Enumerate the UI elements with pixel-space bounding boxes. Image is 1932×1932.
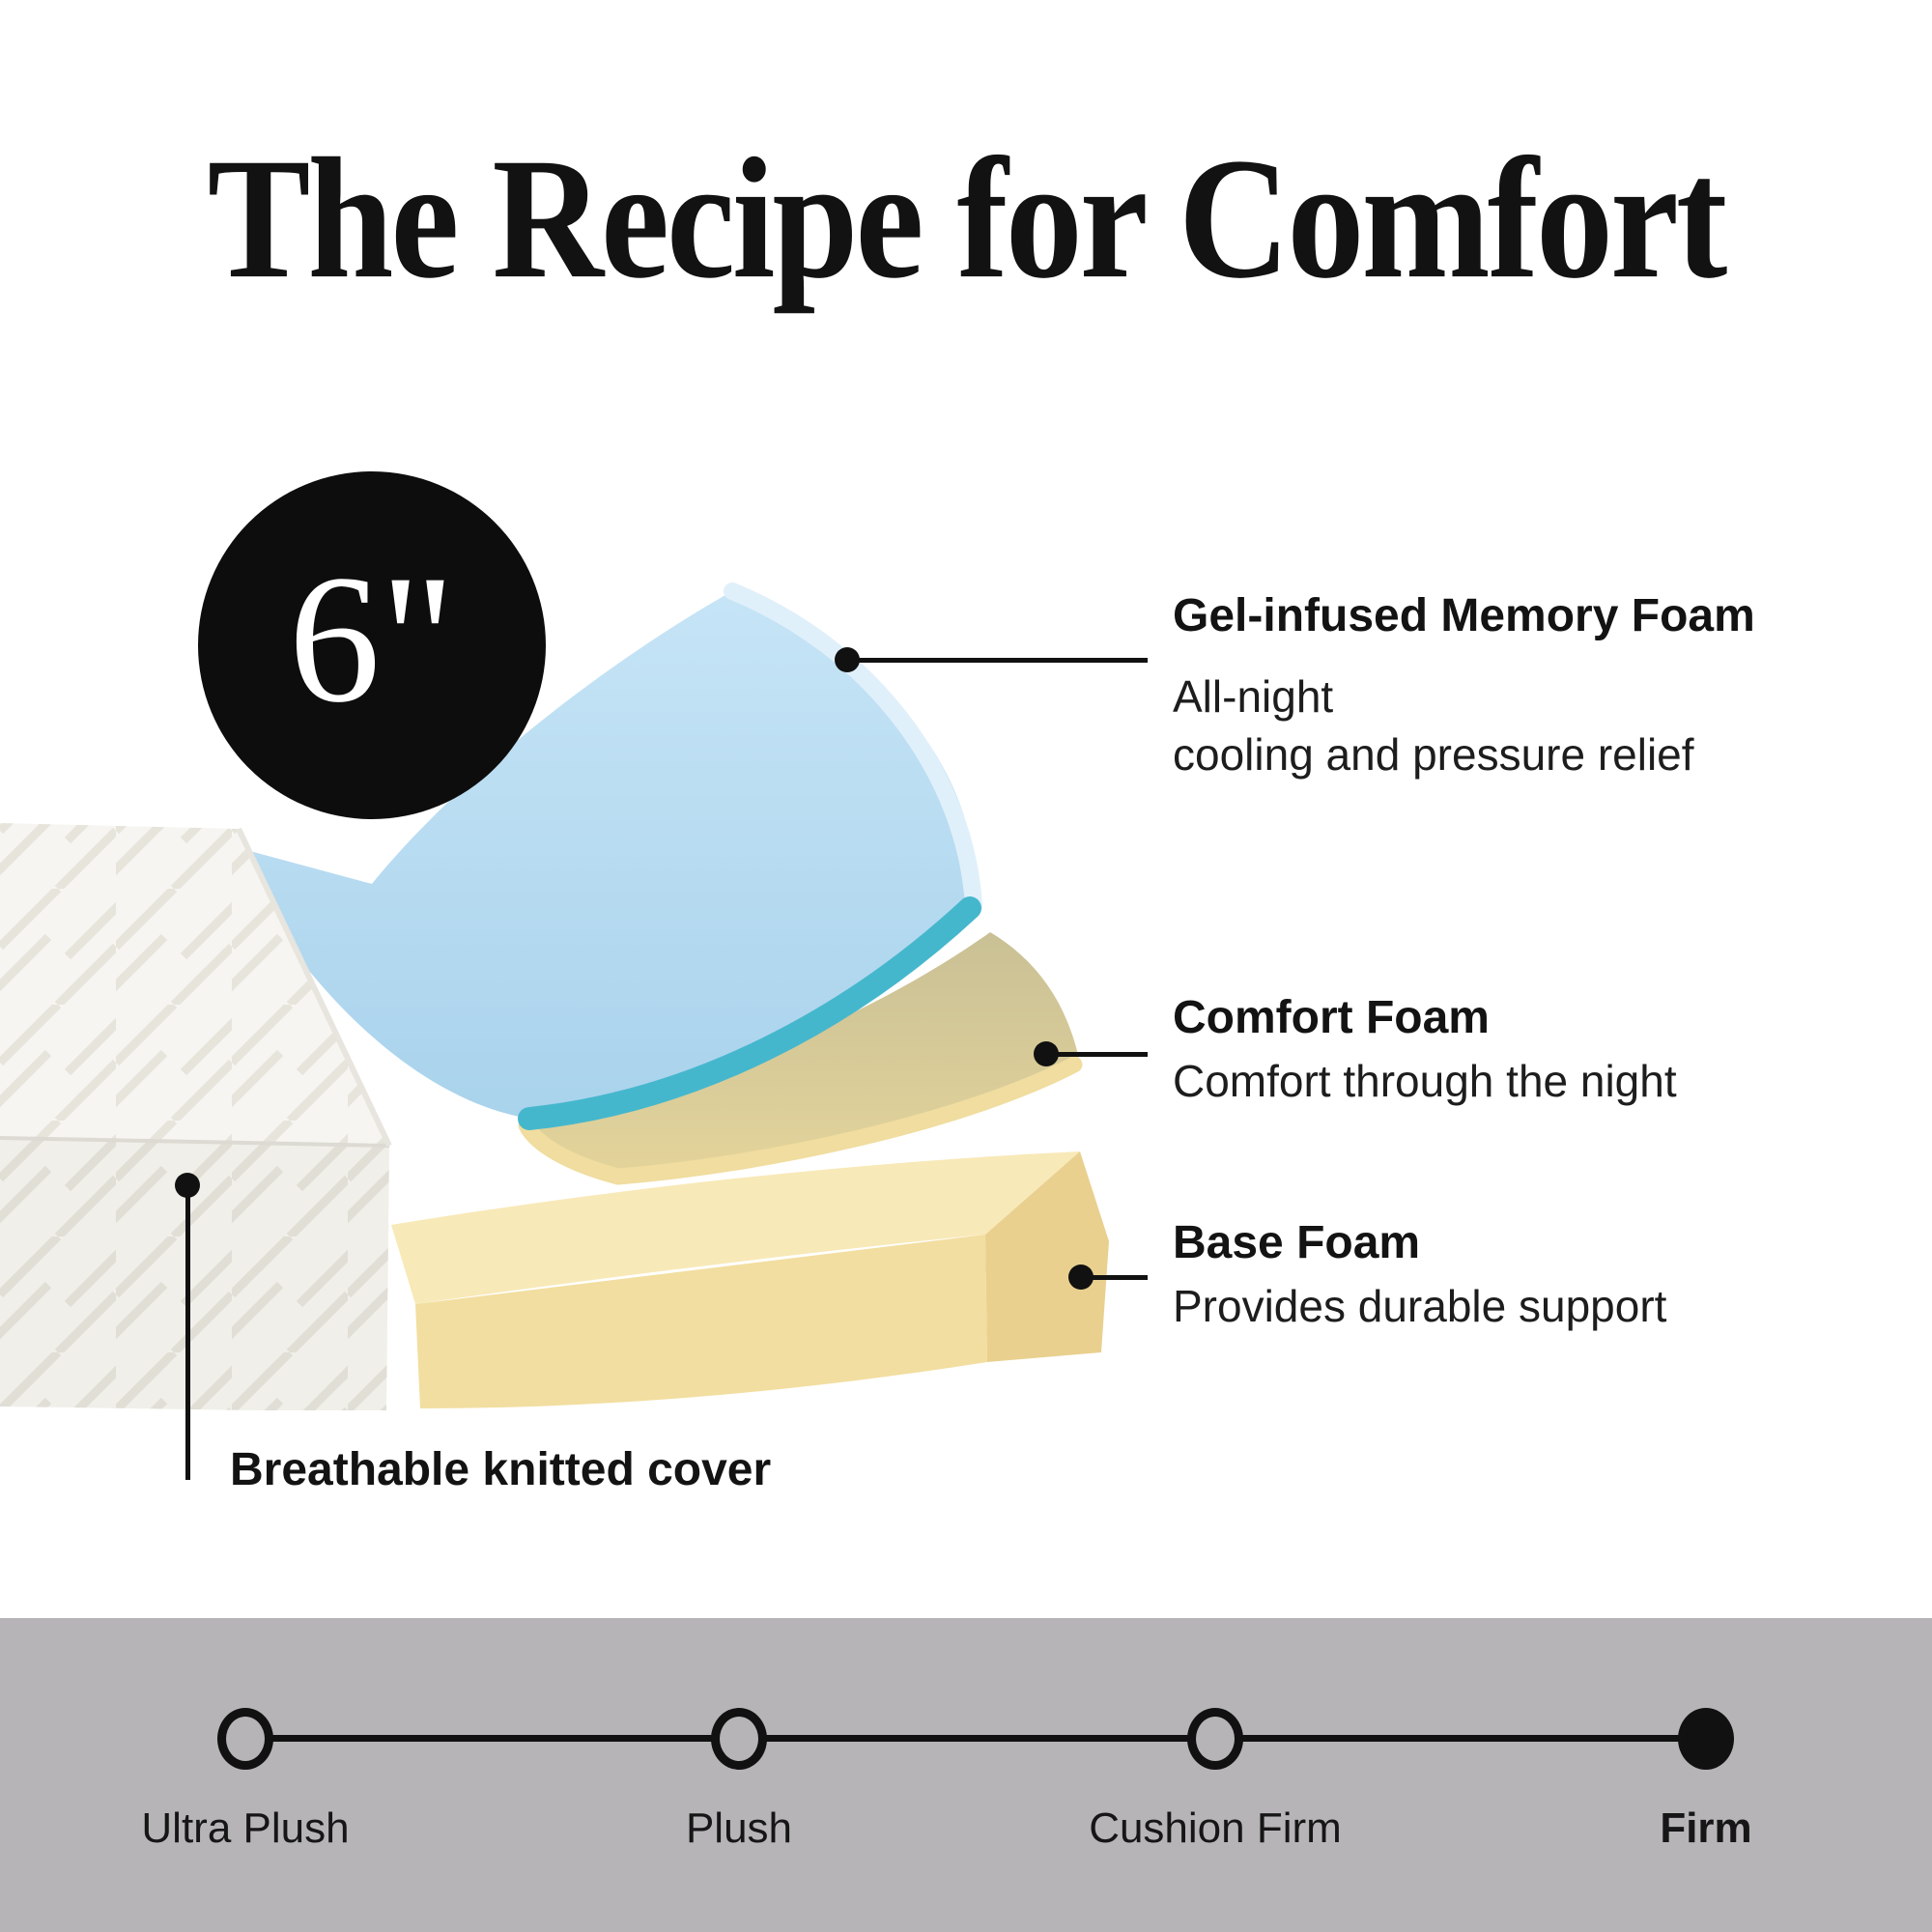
annotation-title: Base Foam xyxy=(1173,1217,1421,1268)
base-foam-right-face xyxy=(985,1151,1109,1362)
gel-memory-foam-layer xyxy=(246,591,976,1119)
firmness-stop-label: Ultra Plush xyxy=(141,1804,350,1852)
firmness-circle-icon[interactable] xyxy=(711,1708,767,1770)
cover-front-face xyxy=(0,1138,389,1410)
annotation-title: Comfort Foam xyxy=(1173,992,1490,1043)
base-foam-front-face xyxy=(415,1235,987,1408)
gel-foam-side-highlight xyxy=(724,582,982,915)
firmness-stop-label: Plush xyxy=(685,1804,793,1852)
base-foam-top-face xyxy=(391,1151,1080,1304)
mattress-illustration xyxy=(0,582,1109,1410)
firmness-circle-icon[interactable] xyxy=(1678,1708,1734,1770)
firmness-stop-label: Firm xyxy=(1660,1804,1752,1852)
gel-foam-teal-edge xyxy=(518,896,981,1130)
firmness-circle-icon[interactable] xyxy=(217,1708,273,1770)
annotation-line: cooling and pressure relief xyxy=(1173,729,1694,780)
annotation-line: Comfort through the night xyxy=(1173,1056,1677,1106)
annotation-title: Gel-infused Memory Foam xyxy=(1173,590,1755,641)
annotation-line: Provides durable support xyxy=(1173,1281,1667,1331)
firmness-stop-label: Cushion Firm xyxy=(1089,1804,1342,1852)
firmness-circle-icon[interactable] xyxy=(1187,1708,1243,1770)
page-title: The Recipe for Comfort xyxy=(207,121,1728,315)
height-badge: 6" xyxy=(198,471,546,819)
firmness-scale-line xyxy=(245,1735,1706,1742)
gel-foam-connector-line xyxy=(847,658,1148,663)
cover-label: Breathable knitted cover xyxy=(230,1444,772,1495)
base-foam-connector-line xyxy=(1081,1275,1148,1280)
cover-seam-line xyxy=(0,1136,390,1148)
annotation-line: All-night xyxy=(1173,671,1334,722)
cover-top-face xyxy=(0,823,389,1146)
firmness-scale-bar xyxy=(0,1618,1932,1932)
height-badge-label: 6" xyxy=(288,538,456,741)
cover-connector-line xyxy=(185,1185,190,1480)
comfort-foam-edge xyxy=(518,1056,1083,1185)
comfort-foam-connector-line xyxy=(1046,1052,1148,1057)
cover-corner-edge xyxy=(236,827,392,1148)
